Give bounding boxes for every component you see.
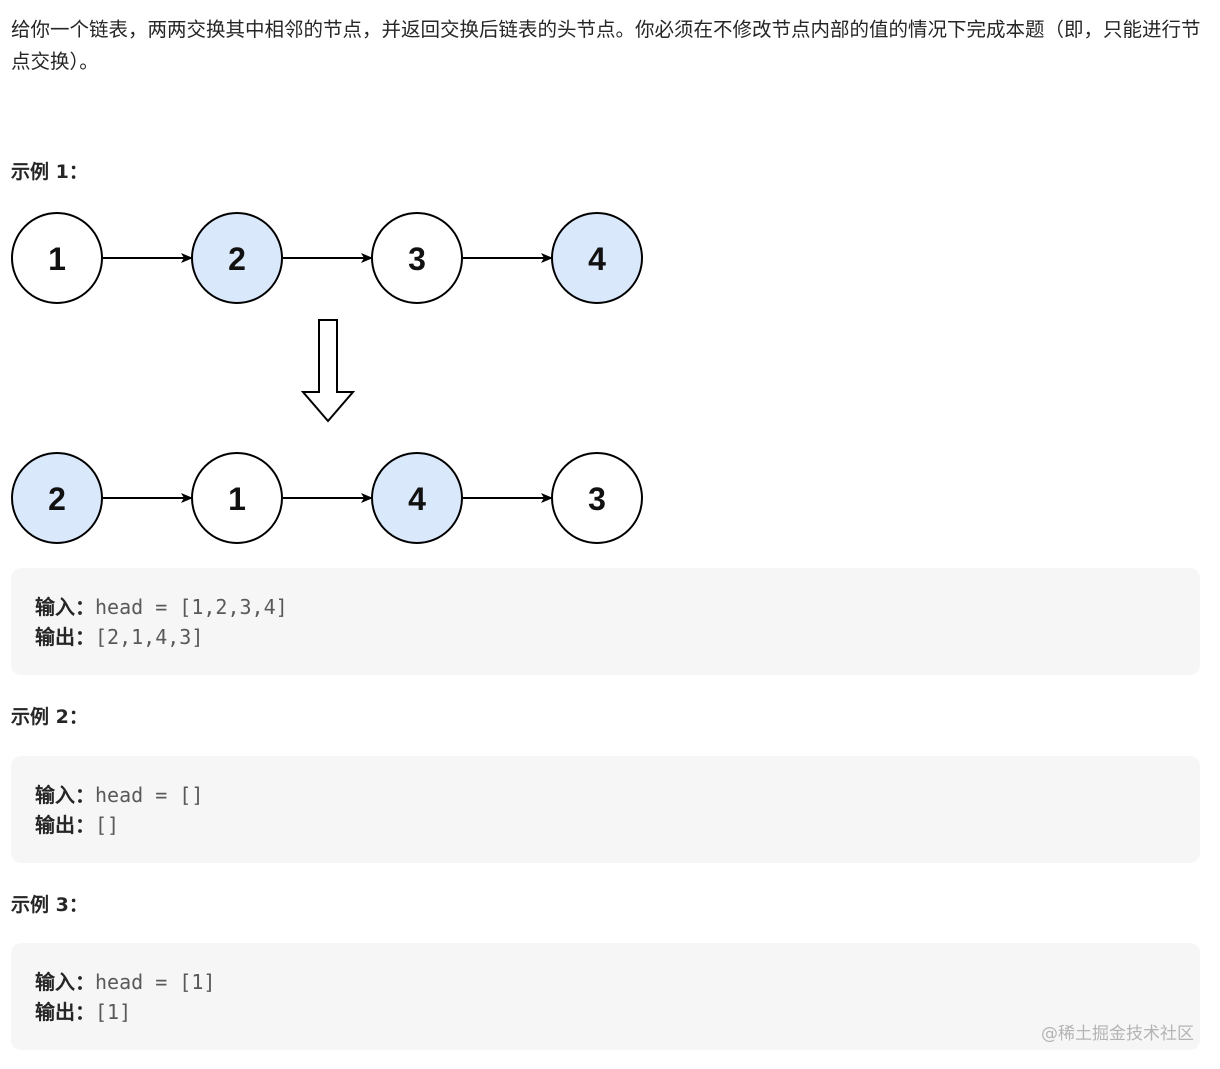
before-node-2: 2 bbox=[191, 212, 283, 304]
example-2-output-value: [] bbox=[95, 813, 120, 837]
example-2-input-line: 输入：head = [] bbox=[35, 780, 203, 810]
example-3-output-line: 输出：[1] bbox=[35, 997, 131, 1027]
example-1-output-line: 输出：[2,1,4,3] bbox=[35, 622, 203, 652]
before-node-1-label: 1 bbox=[48, 241, 66, 277]
example-3-input-line: 输入：head = [1] bbox=[35, 967, 215, 997]
before-node-4-label: 4 bbox=[588, 241, 606, 277]
after-node-3: 4 bbox=[371, 452, 463, 544]
example-2-output-label: 输出： bbox=[35, 813, 95, 837]
before-node-3: 3 bbox=[371, 212, 463, 304]
example-3-input-value: head = [1] bbox=[95, 970, 216, 994]
example-1-code-block: 输入：head = [1,2,3,4] 输出：[2,1,4,3] bbox=[11, 568, 1200, 675]
example-3-output-label: 输出： bbox=[35, 1000, 95, 1024]
linked-list-swap-diagram: 1 2 3 4 2 1 4 bbox=[11, 212, 643, 544]
transform-down-arrow-icon bbox=[300, 319, 356, 423]
example-1-input-label: 输入： bbox=[35, 595, 95, 619]
before-node-2-label: 2 bbox=[228, 241, 246, 277]
before-node-3-label: 3 bbox=[408, 241, 426, 277]
after-node-2: 1 bbox=[191, 452, 283, 544]
example-1-output-label: 输出： bbox=[35, 625, 95, 649]
example-3-input-label: 输入： bbox=[35, 970, 95, 994]
example-3-heading: 示例 3： bbox=[11, 894, 88, 916]
after-node-1: 2 bbox=[11, 452, 103, 544]
after-node-3-label: 4 bbox=[408, 481, 426, 517]
after-node-2-label: 1 bbox=[228, 481, 246, 517]
example-3-output-value: [1] bbox=[95, 1000, 132, 1024]
watermark: @稀土掘金技术社区 bbox=[1041, 1024, 1194, 1044]
example-3-code-block: 输入：head = [1] 输出：[1] bbox=[11, 943, 1200, 1050]
before-node-1: 1 bbox=[11, 212, 103, 304]
after-node-4-label: 3 bbox=[588, 481, 606, 517]
example-1-heading: 示例 1： bbox=[11, 161, 88, 183]
example-2-input-label: 输入： bbox=[35, 783, 95, 807]
example-2-input-value: head = [] bbox=[95, 783, 204, 807]
example-2-output-line: 输出：[] bbox=[35, 810, 119, 840]
before-list: 1 2 3 4 bbox=[11, 212, 643, 304]
after-node-4: 3 bbox=[551, 452, 643, 544]
example-2-heading: 示例 2： bbox=[11, 706, 88, 728]
example-2-code-block: 输入：head = [] 输出：[] bbox=[11, 756, 1200, 863]
example-1-output-value: [2,1,4,3] bbox=[95, 625, 204, 649]
example-1-input-line: 输入：head = [1,2,3,4] bbox=[35, 592, 288, 622]
after-list: 2 1 4 3 bbox=[11, 452, 643, 544]
before-node-4: 4 bbox=[551, 212, 643, 304]
after-node-1-label: 2 bbox=[48, 481, 66, 517]
example-1-input-value: head = [1,2,3,4] bbox=[95, 595, 288, 619]
problem-description: 给你一个链表，两两交换其中相邻的节点，并返回交换后链表的头节点。你必须在不修改节… bbox=[11, 18, 1201, 73]
